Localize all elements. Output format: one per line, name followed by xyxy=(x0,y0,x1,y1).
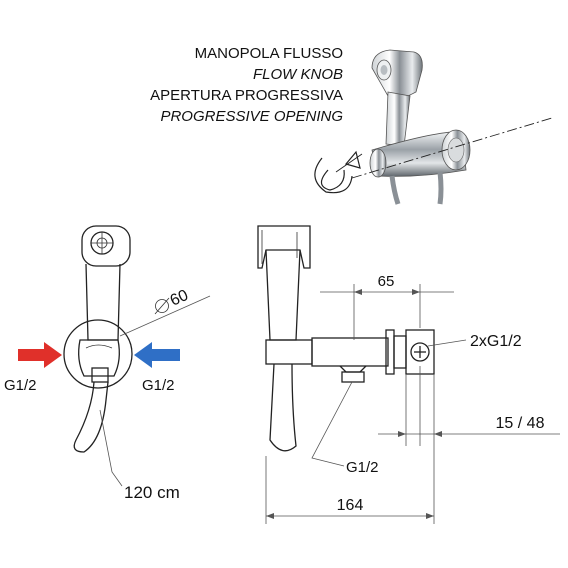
shower-head-outline xyxy=(81,225,131,267)
left-inlet-arrow xyxy=(18,342,62,368)
progressive-opening-label-en: PROGRESSIVE OPENING xyxy=(160,108,343,125)
dim-15-48-value: 15 / 48 xyxy=(496,415,545,432)
outlet-count-label: 2xG1/2 xyxy=(470,333,522,350)
progressive-opening-label-it: APERTURA PROGRESSIVA xyxy=(150,87,343,104)
outlet-port-icon xyxy=(410,342,430,362)
side-view: G1/2 65 2xG1/2 15 / 48 164 xyxy=(257,225,560,524)
dim-164-value: 164 xyxy=(337,497,364,514)
valve-body-outline xyxy=(311,337,389,367)
flow-knob-label-it: MANOPOLA FLUSSO xyxy=(195,45,343,62)
handle-outline xyxy=(85,263,121,341)
front-view: 60 G1/2 G1/2 120 cm xyxy=(4,225,211,502)
right-inlet-label: G1/2 xyxy=(142,377,175,394)
product-illustration xyxy=(314,49,553,205)
hose-outline xyxy=(73,381,109,453)
bottom-inlet-label: G1/2 xyxy=(346,459,379,476)
right-inlet-arrow xyxy=(134,342,180,368)
dim-65-value: 65 xyxy=(378,273,395,290)
side-head-outline xyxy=(257,225,311,269)
wall-plate-outline xyxy=(63,319,133,389)
left-inlet-label: G1/2 xyxy=(4,377,37,394)
flow-knob-label-en: FLOW KNOB xyxy=(253,66,343,83)
hose-length-label: 120 cm xyxy=(124,483,180,502)
diameter-value: 60 xyxy=(168,287,191,310)
